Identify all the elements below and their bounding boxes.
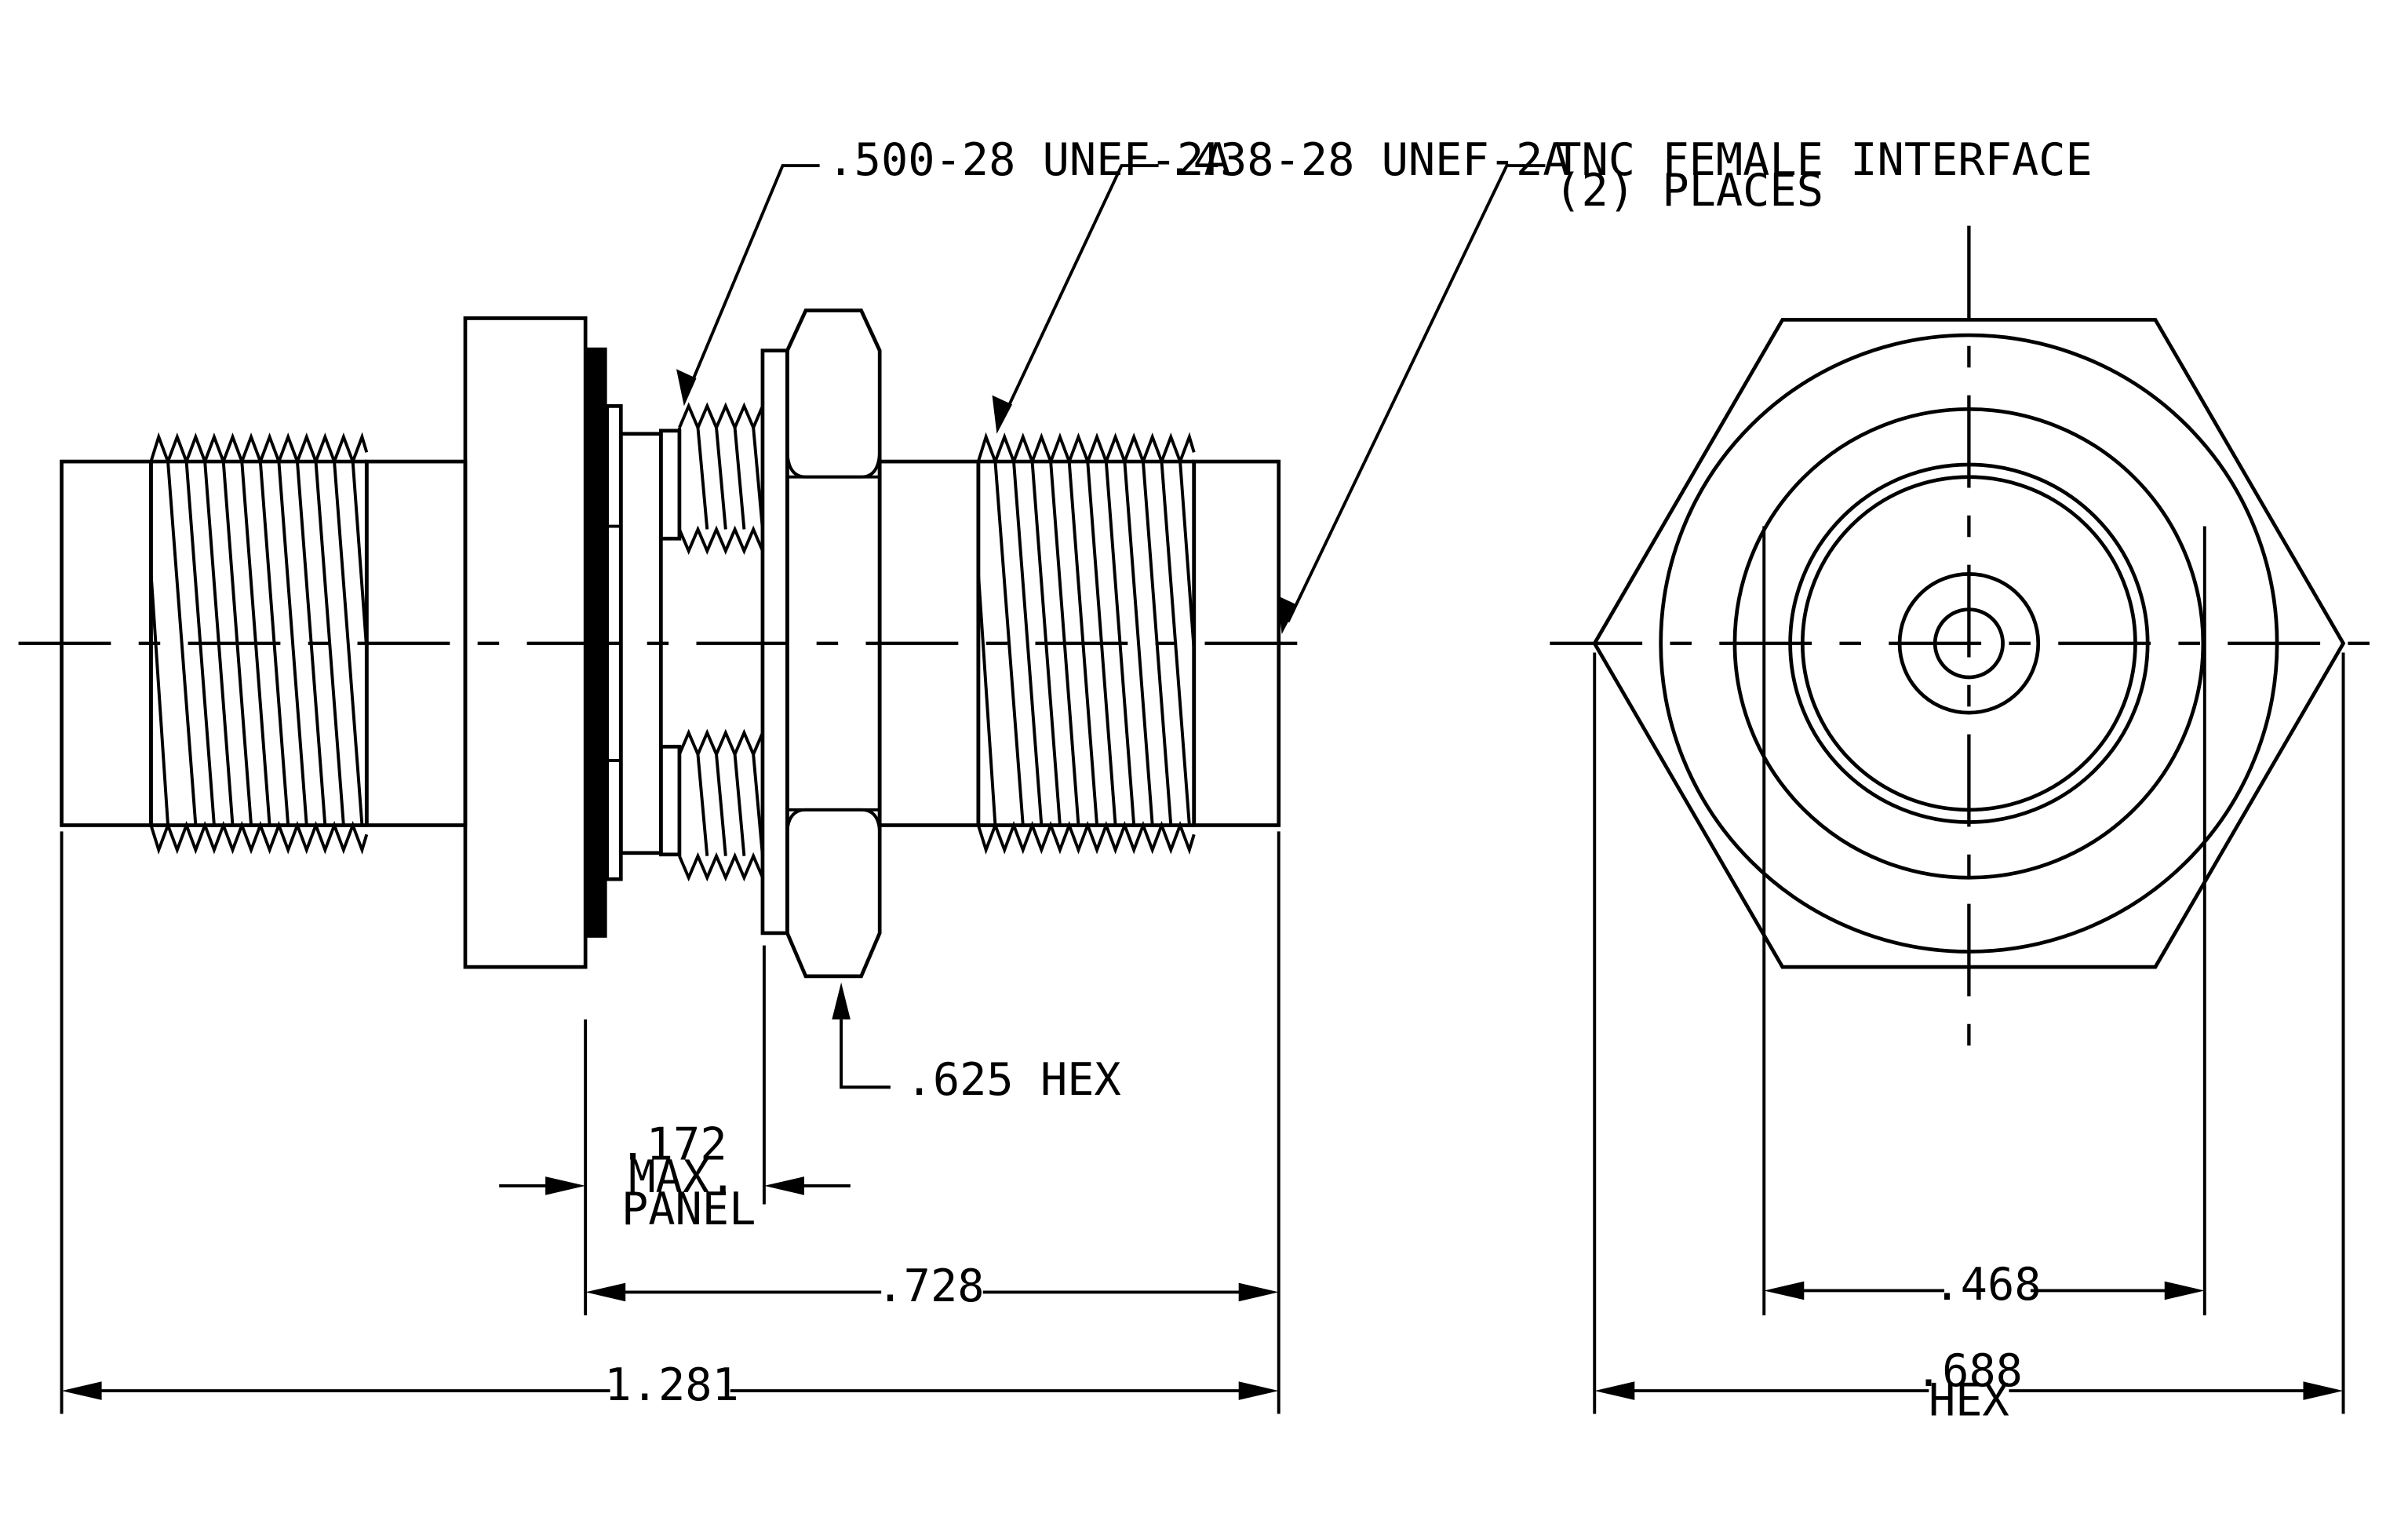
dim-panel-value: .172 <box>620 1119 727 1171</box>
dim-panel-line3: PANEL <box>621 1184 756 1235</box>
end-view-hex <box>1592 318 2346 969</box>
dim-panel-line2: MAX. <box>628 1151 736 1203</box>
dim-688: .688 HEX <box>1594 1345 2344 1427</box>
callout-hex-625: .625 HEX <box>832 982 1121 1106</box>
callout-hex-625-text: .625 HEX <box>906 1054 1121 1106</box>
dim-468-value: .468 <box>1933 1259 2041 1311</box>
upper-short-thread <box>658 402 764 555</box>
end-view: .468 .688 HEX <box>1550 225 2388 1427</box>
callout-thread-500: .500-28 UNEF-2A <box>676 134 1231 407</box>
dim-1281-value: 1.281 <box>604 1359 738 1411</box>
callout-thread-500-text: .500-28 UNEF-2A <box>827 134 1230 186</box>
dim-728-value: .728 <box>876 1260 984 1312</box>
callout-interface-line1: TNC FEMALE INTERFACE <box>1554 134 2093 186</box>
callout-thread-438-text: .438-28 UNEF-2A <box>1166 134 1569 186</box>
side-view: .500-28 UNEF-2A .438-28 UNEF-2A TNC FEMA… <box>18 134 2093 1414</box>
dim-728: .728 <box>585 1260 1279 1312</box>
dim-panel: .172 MAX. PANEL <box>499 1119 851 1235</box>
callout-interface-line2: (2) PLACES <box>1554 165 1823 217</box>
dim-1281: 1.281 <box>61 1359 1279 1411</box>
dim-468: .468 <box>1764 1259 2205 1311</box>
lower-short-thread <box>658 728 764 882</box>
callout-tnc-interface: TNC FEMALE INTERFACE (2) PLACES <box>1277 134 2093 634</box>
dim-688-sub: HEX <box>1929 1375 2009 1427</box>
dim-688-value: .688 <box>1915 1345 2023 1397</box>
hex-nut <box>785 308 882 979</box>
